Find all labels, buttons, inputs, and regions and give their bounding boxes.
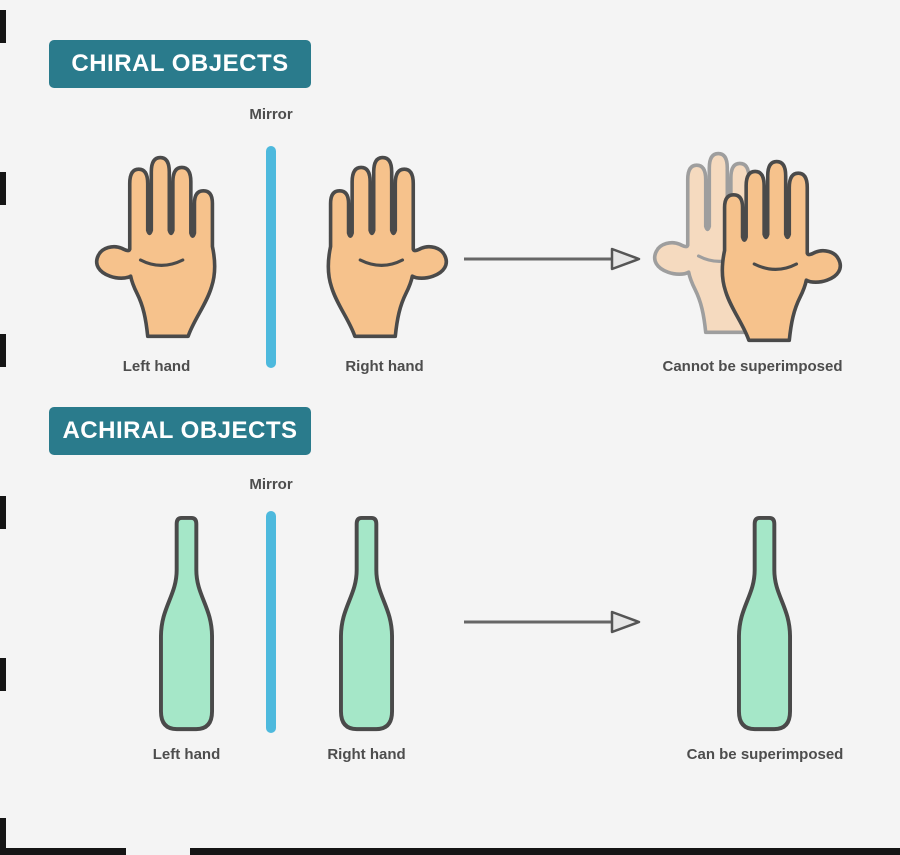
left-bottle-label: Left hand <box>152 746 221 763</box>
edge-artifact <box>0 848 126 855</box>
achiral-result-label: Can be superimposed <box>686 746 844 763</box>
mirror-line <box>266 146 276 368</box>
left-hand-label: Left hand <box>122 358 191 375</box>
right-bottle-icon <box>338 515 395 732</box>
edge-artifact <box>0 496 6 529</box>
right-hand-label: Right hand <box>345 358 424 375</box>
edge-artifact <box>0 818 6 851</box>
superimposed-bottle-icon <box>736 515 793 732</box>
edge-artifact <box>0 172 6 205</box>
mirror-line <box>266 511 276 733</box>
mirror-label: Mirror <box>249 106 293 123</box>
mirror-label: Mirror <box>249 476 293 493</box>
left-bottle-icon <box>158 515 215 732</box>
right-arrow-icon <box>462 610 641 634</box>
achiral-objects-header: ACHIRAL OBJECTS <box>49 407 311 455</box>
edge-artifact <box>0 10 6 43</box>
left-hand-icon <box>94 155 217 339</box>
right-hand-icon <box>326 155 449 339</box>
edge-artifact <box>190 848 900 855</box>
chiral-result-label: Cannot be superimposed <box>662 358 843 375</box>
superimposed-right-hand-icon <box>720 159 843 343</box>
chiral-objects-header: CHIRAL OBJECTS <box>49 40 311 88</box>
edge-artifact <box>0 334 6 367</box>
edge-artifact <box>0 658 6 691</box>
right-arrow-icon <box>462 247 641 271</box>
right-bottle-label: Right hand <box>327 746 406 763</box>
